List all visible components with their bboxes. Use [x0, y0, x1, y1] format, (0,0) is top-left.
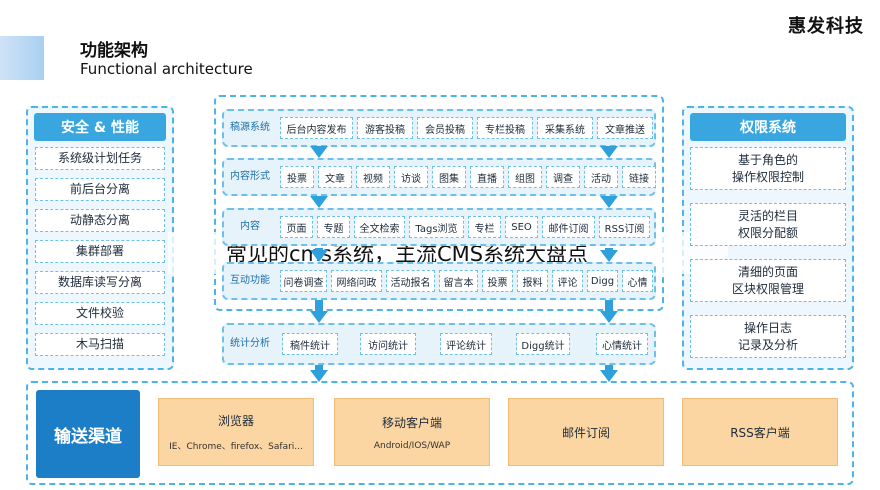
flow-arrow-head — [310, 146, 328, 158]
row-item: 后台内容发布 — [280, 117, 353, 139]
security-item: 系统级计划任务 — [35, 147, 165, 170]
flow-arrow-head — [600, 146, 618, 158]
row-item: 投票 — [280, 166, 314, 188]
row-item: 文章推送 — [597, 117, 653, 139]
permission-title: 权限系统 — [690, 113, 846, 141]
stats-item: Digg统计 — [516, 333, 570, 355]
stats-item: 心情统计 — [596, 333, 648, 355]
channel-title: RSS客户端 — [730, 425, 790, 440]
permission-item-line: 操作权限控制 — [731, 169, 804, 184]
row-item: 专栏 — [468, 216, 501, 238]
channel-box: RSS客户端 — [682, 398, 838, 466]
row-item: Digg — [587, 270, 618, 292]
security-performance-title: 安全 & 性能 — [34, 113, 166, 141]
row-item: 网络问政 — [331, 270, 382, 292]
flow-arrow-head — [600, 196, 618, 208]
flow-arrow-head — [600, 370, 618, 382]
row-label: 互动功能 — [230, 275, 270, 286]
row-item: 图集 — [432, 166, 466, 188]
row-item: 活动 — [584, 166, 618, 188]
flow-arrow-head — [310, 370, 328, 382]
delivery-channel-frame — [26, 381, 854, 485]
channel-title: 邮件订阅 — [561, 425, 610, 440]
permission-item-line: 操作日志 — [743, 320, 792, 335]
row-item: 专栏投稿 — [477, 117, 533, 139]
brand-name: 惠发科技 — [788, 16, 864, 37]
channel-subtitle: IE、Chrome、firefox、Safari... — [169, 442, 303, 452]
page-title: 功能架构 — [80, 41, 148, 61]
stats-item: 访问统计 — [360, 333, 416, 355]
row-label: 稿源系统 — [230, 122, 270, 133]
row-item: 调查 — [546, 166, 580, 188]
stats-item: 评论统计 — [440, 333, 492, 355]
channel-box: 浏览器 IE、Chrome、firefox、Safari... — [158, 398, 314, 466]
permission-item-line: 记录及分析 — [737, 337, 798, 352]
channel-subtitle: Android/IOS/WAP — [373, 440, 451, 451]
security-item: 集群部署 — [35, 240, 165, 263]
row-item: 问卷调查 — [280, 270, 327, 292]
channel-box: 移动客户端 Android/IOS/WAP — [334, 398, 490, 466]
stats-item: 稿件统计 — [282, 333, 338, 355]
permission-item: 灵活的栏目权限分配额 — [690, 203, 846, 246]
row-item: 留言本 — [439, 270, 478, 292]
security-item: 数据库读写分离 — [35, 271, 165, 294]
row-item: 全文检索 — [354, 216, 405, 238]
core-system-frame — [214, 95, 664, 311]
flow-arrow-head — [600, 250, 618, 262]
permission-item-line: 区块权限管理 — [731, 281, 804, 296]
delivery-channel-title: 输送渠道 — [36, 390, 140, 478]
permission-item-line: 基于角色的 — [737, 152, 798, 167]
row-item: 页面 — [280, 216, 313, 238]
row-item: 报料 — [517, 270, 548, 292]
permission-item-line: 权限分配额 — [737, 225, 798, 240]
permission-item: 清细的页面区块权限管理 — [690, 259, 846, 302]
flow-arrow-stem — [315, 365, 323, 372]
row-item: 视频 — [356, 166, 390, 188]
row-item: SEO — [505, 216, 538, 238]
channel-box: 邮件订阅 — [508, 398, 664, 466]
row-item: RSS订阅 — [599, 216, 650, 238]
security-item: 文件校验 — [35, 302, 165, 325]
channel-title: 移动客户端 — [381, 415, 442, 430]
row-item: 文章 — [318, 166, 352, 188]
row-item: 邮件订阅 — [542, 216, 595, 238]
flow-arrow-head — [310, 311, 328, 323]
title-accent-bar — [0, 36, 44, 80]
row-item: 投票 — [482, 270, 513, 292]
row-label: 内容 — [240, 221, 260, 232]
flow-arrow-head — [600, 311, 618, 323]
security-item: 前后台分离 — [35, 178, 165, 201]
row-label: 内容形式 — [230, 171, 270, 182]
row-item: Tags浏览 — [409, 216, 464, 238]
channel-title: 浏览器 — [217, 414, 254, 428]
permission-item-line: 清细的页面 — [737, 264, 798, 279]
row-item: 专题 — [317, 216, 350, 238]
flow-arrow-stem — [315, 300, 323, 313]
row-item: 心情 — [622, 270, 653, 292]
security-performance-panel — [26, 106, 174, 370]
row-item: 活动报名 — [386, 270, 435, 292]
row-item: 组图 — [508, 166, 542, 188]
security-item: 动静态分离 — [35, 209, 165, 232]
row-item: 链接 — [622, 166, 656, 188]
security-item: 木马扫描 — [35, 333, 165, 356]
permission-item: 基于角色的操作权限控制 — [690, 147, 846, 190]
permission-item: 操作日志记录及分析 — [690, 315, 846, 358]
row-item: 采集系统 — [537, 117, 593, 139]
flow-arrow-head — [310, 196, 328, 208]
row-item: 会员投稿 — [417, 117, 473, 139]
row-item: 游客投稿 — [357, 117, 413, 139]
flow-arrow-stem — [605, 365, 613, 372]
flow-arrow-stem — [605, 300, 613, 313]
permission-item-line: 灵活的栏目 — [737, 208, 798, 223]
stats-row-label: 统计分析 — [230, 338, 270, 349]
row-item: 直播 — [470, 166, 504, 188]
row-item: 评论 — [552, 270, 583, 292]
row-item: 访谈 — [394, 166, 428, 188]
flow-arrow-head — [310, 250, 328, 262]
page-subtitle: Functional architecture — [80, 60, 253, 78]
